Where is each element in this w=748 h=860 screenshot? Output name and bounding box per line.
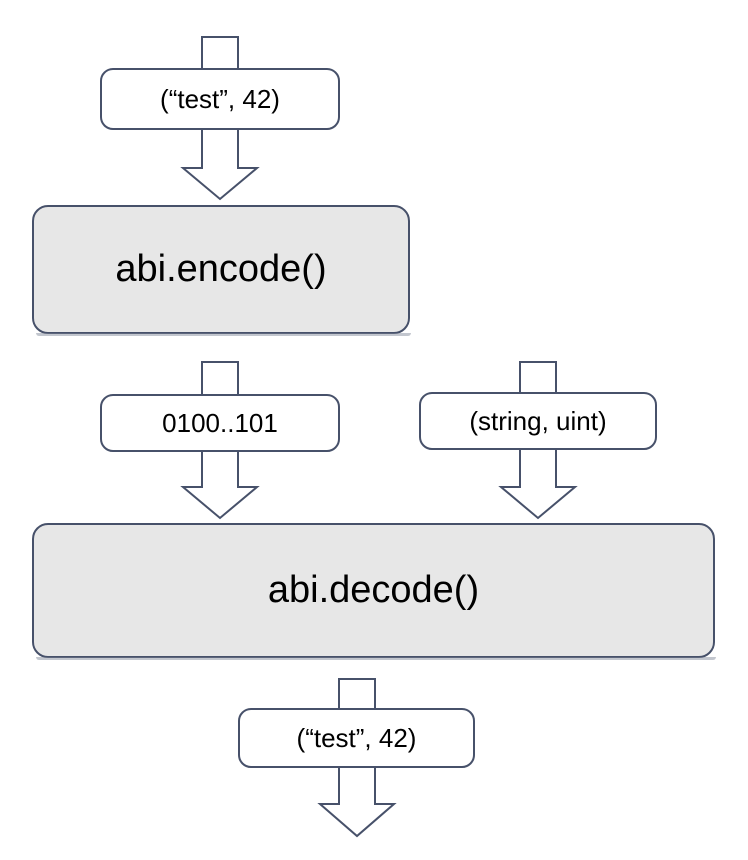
node-abi-decode-label: abi.decode() — [267, 568, 480, 611]
arrow-type-signature-to-decode-icon — [498, 447, 578, 520]
node-abi-decode[interactable]: abi.decode() — [32, 523, 716, 660]
stub-into-input-tuple-icon — [201, 36, 239, 70]
node-output-tuple-label: (“test”, 42) — [296, 722, 417, 753]
stub-into-encoded-bytes-icon — [201, 361, 239, 396]
node-input-tuple-label: (“test”, 42) — [160, 83, 280, 114]
stub-into-output-tuple-icon — [338, 678, 376, 710]
arrow-encoded-bytes-to-decode-icon — [180, 449, 260, 520]
node-abi-encode[interactable]: abi.encode() — [32, 205, 411, 336]
node-output-tuple[interactable]: (“test”, 42) — [238, 708, 475, 768]
node-type-signature-label: (string, uint) — [469, 405, 607, 436]
node-encoded-bytes[interactable]: 0100..101 — [100, 394, 340, 452]
arrow-output-tuple-to-bottom-icon — [317, 765, 397, 838]
stub-into-type-signature-icon — [519, 361, 557, 394]
node-abi-encode-label: abi.encode() — [115, 247, 327, 290]
node-input-tuple[interactable]: (“test”, 42) — [100, 68, 340, 130]
arrow-input-tuple-to-encode-icon — [180, 127, 260, 201]
node-encoded-bytes-label: 0100..101 — [162, 407, 278, 438]
node-type-signature[interactable]: (string, uint) — [419, 392, 657, 450]
